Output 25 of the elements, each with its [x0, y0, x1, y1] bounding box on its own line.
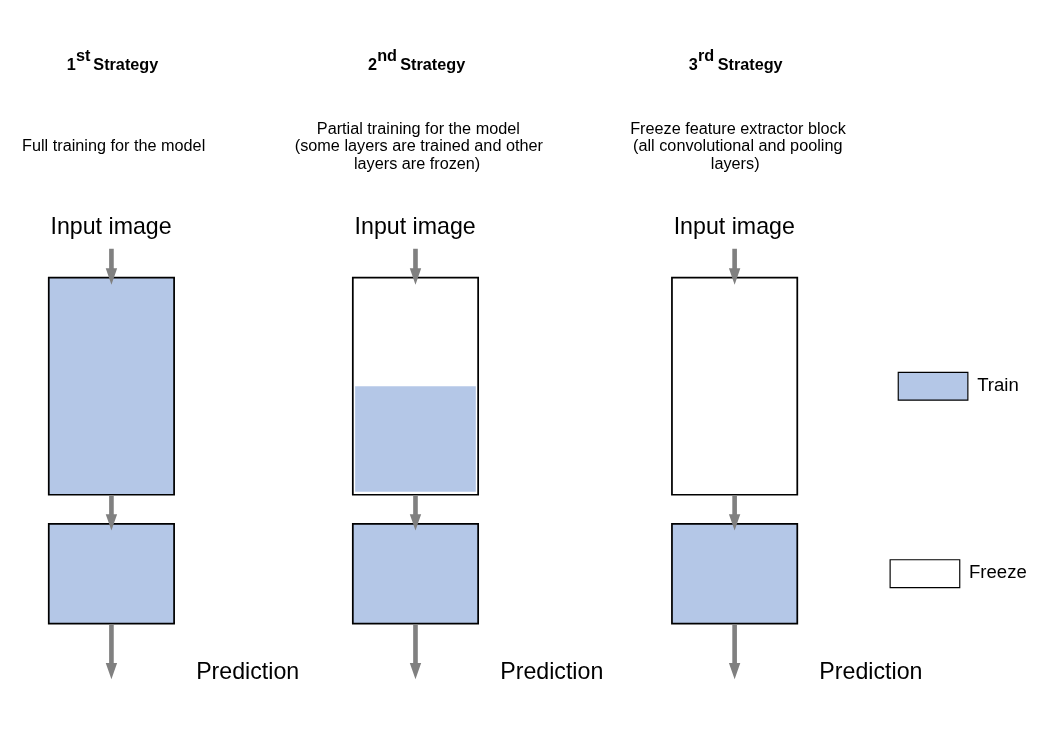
node-box	[671, 276, 799, 496]
node-box	[351, 522, 479, 625]
node-text: Input image	[50, 212, 172, 239]
legend-label: Freeze	[969, 561, 1027, 583]
node-label: Prediction	[819, 658, 923, 685]
node-label: Prediction	[500, 658, 604, 685]
node-text: Input image	[673, 212, 795, 239]
node-box	[671, 522, 799, 625]
arrow	[728, 495, 741, 531]
label: Partial training for the model (some layers are trained and other layers are frozen)	[294, 119, 543, 172]
label: Full training for the model	[22, 136, 206, 155]
arrow	[105, 248, 118, 285]
arrow	[728, 248, 741, 285]
node-box	[47, 522, 175, 625]
arrow	[409, 248, 422, 285]
node-text: Input image	[354, 212, 476, 239]
node-label: Prediction	[196, 658, 300, 685]
arrow	[409, 495, 422, 531]
arrow	[728, 624, 741, 680]
arrow	[105, 624, 118, 680]
legend-label: Train	[977, 373, 1019, 395]
arrow	[409, 624, 422, 680]
arrow	[105, 495, 118, 531]
node-box	[47, 276, 175, 496]
label: Freeze feature extractor block (all convolutional and pooling layers)	[630, 119, 846, 172]
